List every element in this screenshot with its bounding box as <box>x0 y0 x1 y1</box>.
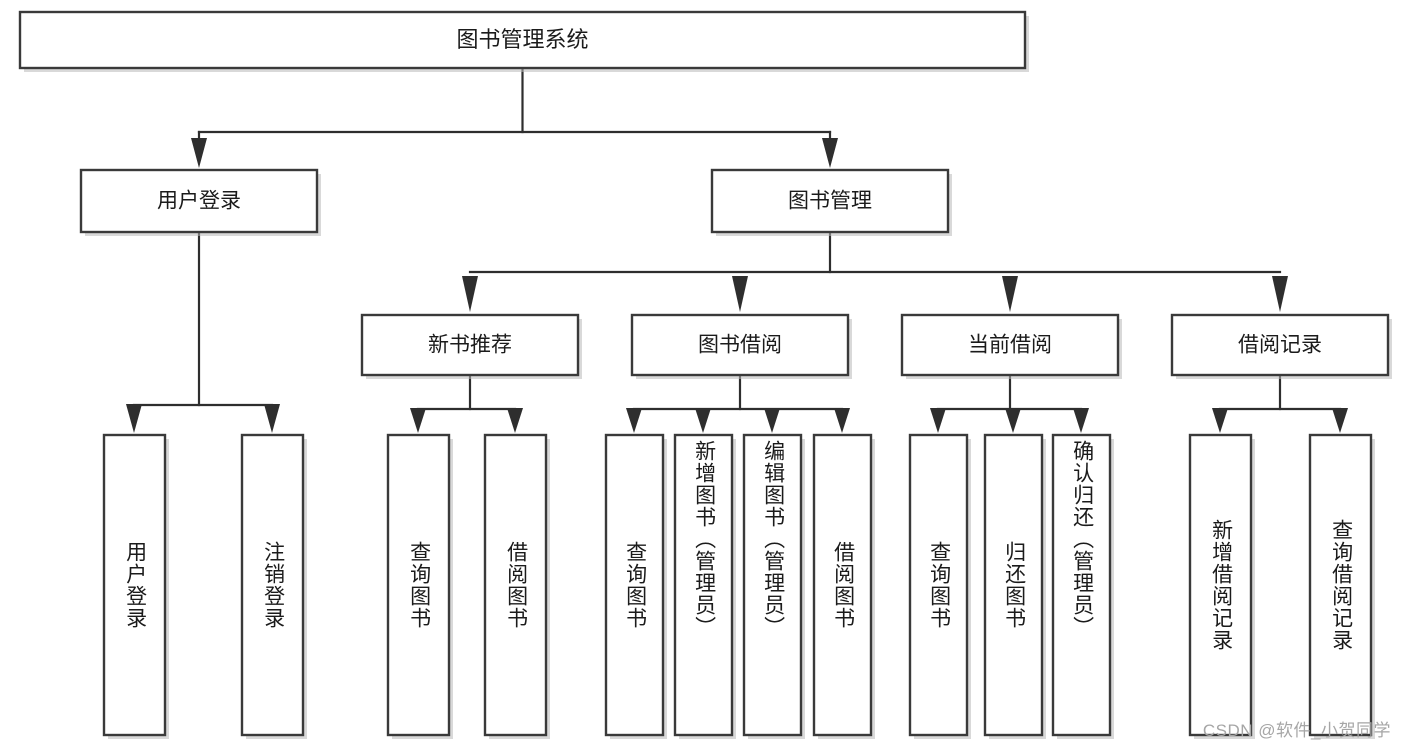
connector-group-currentborrow-to-leaves <box>930 373 1089 433</box>
node-root-label: 图书管理系统 <box>456 27 588 52</box>
leaf-node-query-book-2[interactable] <box>604 433 667 739</box>
arrow-head-leaf-borrow-book-1 <box>507 408 523 433</box>
leaf-node-query-record[interactable] <box>1308 433 1375 739</box>
arrow-head-borrow-record <box>1272 276 1288 312</box>
arrow-head-leaf-query-record <box>1332 408 1348 433</box>
arrow-head-leaf-query-book-3 <box>930 408 946 433</box>
leaf-borrow-book-2-box[interactable] <box>812 433 873 737</box>
connector-group-borrowrecord-to-leaves <box>1212 373 1348 433</box>
node-root-box[interactable] <box>18 10 1027 70</box>
arrow-head-leaf-confirm-return <box>1073 408 1089 433</box>
node-user-login-label: 用户登录 <box>157 190 241 213</box>
arrow-head-leaf-edit-book <box>764 408 780 433</box>
leaf-query-book-3-box[interactable] <box>908 433 969 737</box>
node-new-book-rec-label: 新书推荐 <box>428 334 512 357</box>
node-user-login-box[interactable] <box>79 168 319 234</box>
node-borrow-record-label: 借阅记录 <box>1238 334 1322 357</box>
connector-group-root-to-level2 <box>191 66 838 168</box>
arrow-head-leaf-query-book-2 <box>626 408 642 433</box>
node-book-manage-label: 图书管理 <box>788 190 872 213</box>
node-current-borrow-box[interactable] <box>900 313 1120 377</box>
arrow-head-current-borrow <box>1002 276 1018 312</box>
leaf-node-edit-book[interactable] <box>742 433 805 739</box>
leaf-node-add-book[interactable] <box>673 433 736 739</box>
arrow-head-leaf-borrow-book-2 <box>834 408 850 433</box>
node-book-borrow-box[interactable] <box>630 313 850 377</box>
leaf-query-record-box[interactable] <box>1308 433 1373 737</box>
connector-group-bookborrow-to-leaves <box>626 373 850 433</box>
leaf-add-record-box[interactable] <box>1188 433 1253 737</box>
leaf-edit-book-box[interactable] <box>742 433 803 737</box>
leaf-node-confirm-return[interactable] <box>1051 433 1114 739</box>
node-root[interactable]: 图书管理系统 <box>18 10 1029 72</box>
node-current-borrow[interactable]: 当前借阅 <box>900 313 1122 379</box>
csdn-watermark: CSDN @软件_小贺同学 <box>1202 721 1391 740</box>
arrow-head-new-book-rec <box>462 276 478 312</box>
node-borrow-record-box[interactable] <box>1170 313 1390 377</box>
node-current-borrow-label: 当前借阅 <box>968 334 1052 357</box>
arrow-head-leaf-return-book <box>1005 408 1021 433</box>
arrow-head-userlogin <box>191 138 207 168</box>
leaf-node-query-book-1[interactable] <box>386 433 453 739</box>
leaf-node-return-book[interactable] <box>983 433 1046 739</box>
connector-group-newbookrec-to-leaves <box>410 373 523 433</box>
connector-group-bookmanage-to-level3 <box>462 230 1288 312</box>
leaf-node-user-login[interactable] <box>102 433 169 739</box>
node-book-borrow-label: 图书借阅 <box>698 334 782 357</box>
arrow-head-leaf-query-book-1 <box>410 408 426 433</box>
leaf-add-book-box[interactable] <box>673 433 734 737</box>
leaf-logout-box[interactable] <box>240 433 305 737</box>
connector-group-userlogin-to-leaves <box>126 230 280 433</box>
leaf-user-login-box[interactable] <box>102 433 167 737</box>
leaf-node-borrow-book-2[interactable] <box>812 433 875 739</box>
arrow-head-leaf-add-book <box>695 408 711 433</box>
node-book-manage-box[interactable] <box>710 168 950 234</box>
leaf-node-borrow-book-1[interactable] <box>483 433 550 739</box>
leaf-borrow-book-1-box[interactable] <box>483 433 548 737</box>
arrow-head-leaf-logout <box>264 404 280 433</box>
node-book-borrow[interactable]: 图书借阅 <box>630 313 852 379</box>
arrow-head-bookmanage <box>822 138 838 168</box>
node-new-book-rec-box[interactable] <box>360 313 580 377</box>
node-book-manage[interactable]: 图书管理 <box>710 168 952 236</box>
leaf-node-add-record[interactable] <box>1188 433 1255 739</box>
leaf-return-book-box[interactable] <box>983 433 1044 737</box>
leaf-query-book-1-box[interactable] <box>386 433 451 737</box>
node-new-book-rec[interactable]: 新书推荐 <box>360 313 582 379</box>
leaf-node-query-book-3[interactable] <box>908 433 971 739</box>
node-user-login[interactable]: 用户登录 <box>79 168 321 236</box>
arrow-head-book-borrow <box>732 276 748 312</box>
leaf-confirm-return-box[interactable] <box>1051 433 1112 737</box>
arrow-head-leaf-user-login <box>126 404 142 433</box>
leaf-node-logout[interactable] <box>240 433 307 739</box>
node-borrow-record[interactable]: 借阅记录 <box>1170 313 1392 379</box>
arrow-head-leaf-add-record <box>1212 408 1228 433</box>
leaf-query-book-2-box[interactable] <box>604 433 665 737</box>
